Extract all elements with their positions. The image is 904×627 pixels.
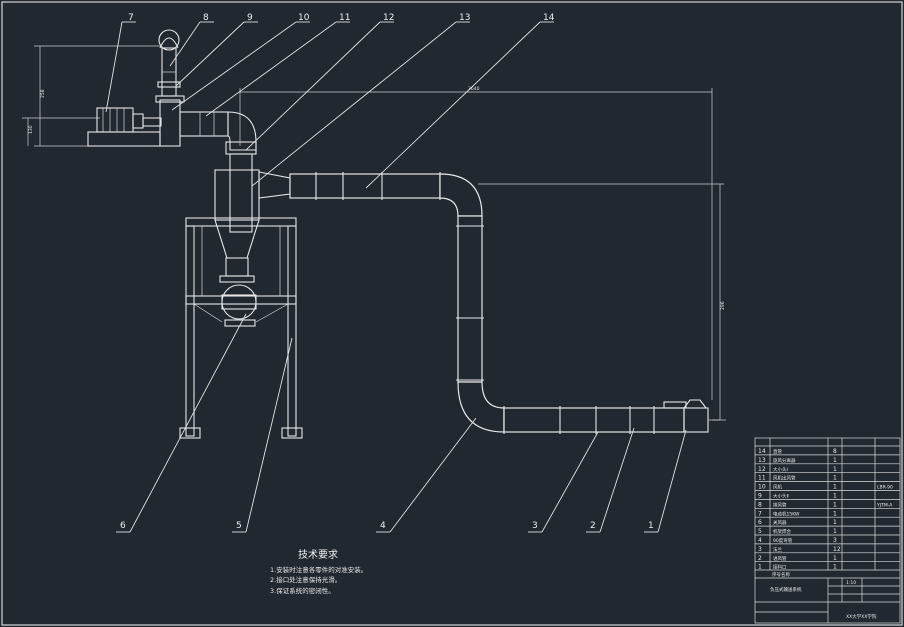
bom-row-qty: 1 [833, 484, 837, 491]
bom-row-name: 电动机15KW [773, 510, 800, 517]
bom-row-number: 4 [758, 537, 762, 544]
bom-row-number: 2 [758, 555, 762, 562]
callout-2: 2 [590, 521, 596, 531]
callout-10: 10 [298, 13, 310, 23]
callout-4: 4 [380, 521, 386, 531]
notes-line-2: 2.接口处注意保持光滑。 [270, 575, 341, 584]
dim-vertical-right: 296 [720, 301, 726, 310]
callout-6: 6 [120, 521, 126, 531]
left-dimensions: 258 130 [22, 45, 160, 147]
right-dimensions: 3640 296 [239, 86, 726, 421]
bom-note-row10: LBR-90 [877, 485, 893, 491]
cyclone-separator [214, 153, 291, 327]
bom-row-qty: 1 [833, 555, 837, 562]
bom-row-number: 14 [758, 448, 766, 455]
callout-9: 9 [247, 13, 253, 23]
dim-horizontal-top: 3640 [468, 86, 480, 92]
bom-row-name: 风机出风管 [773, 475, 796, 482]
callout-1: 1 [648, 521, 654, 531]
bom-row-number: 7 [758, 510, 762, 517]
bom-row-number: 11 [758, 475, 766, 482]
bom-row-number: 13 [758, 457, 766, 464]
bom-row-number: 9 [758, 493, 762, 500]
leader-lines [105, 21, 687, 533]
dim-left-inner: 130 [28, 125, 34, 134]
assembly-label: 序号名称 [772, 571, 790, 578]
bom-row-number: 10 [758, 484, 766, 491]
bom-row-number: 8 [758, 501, 762, 508]
callout-11: 11 [339, 13, 350, 23]
drawing-title: 负压式输送系统 [770, 586, 802, 593]
support-frame [179, 217, 303, 439]
bom-row-qty: 1 [833, 519, 837, 526]
bom-row-name: 大小头Ⅱ [773, 493, 789, 500]
bom-row-name: 接料口 [773, 564, 787, 571]
bom-row-qty: 1 [833, 475, 837, 482]
technical-requirements: 技术要求 1.安装时注意各零件的对准安装。 2.接口处注意保持光滑。 3.保证系… [270, 548, 367, 595]
title-block: 序号名称 1:10 负压式输送系统 XX大学XX学院 [755, 569, 900, 623]
bom-note-row8: YJTM-A [876, 502, 893, 508]
bom-row-name: 机架焊合 [773, 528, 791, 535]
bom-row-number: 1 [758, 564, 762, 571]
bom-row-name: 风机 [773, 484, 782, 491]
bom-row-qty: 12 [833, 546, 841, 553]
motor-fan-assembly [87, 29, 257, 155]
notes-line-3: 3.保证系统的密闭性。 [270, 586, 335, 595]
callout-5: 5 [236, 521, 242, 531]
bom-row-qty: 1 [833, 493, 837, 500]
bom-row-number: 5 [758, 528, 762, 535]
bom-row-name: 直管 [773, 448, 782, 455]
bom-row-name: 90度弯管 [773, 537, 793, 544]
callout-3: 3 [532, 521, 538, 531]
callout-numbers: 7 8 9 10 11 12 13 14 6 5 4 3 2 1 [120, 13, 654, 531]
bom-row-number: 3 [758, 546, 762, 553]
bom-row-name: 排风管 [773, 501, 787, 508]
school-name: XX大学XX学院 [846, 613, 877, 620]
bom-row-name: 进风管 [773, 555, 787, 562]
notes-title: 技术要求 [298, 548, 338, 561]
dim-left-outer: 258 [40, 89, 46, 98]
bom-row-name: 大小头Ⅰ [773, 466, 788, 473]
callout-7: 7 [128, 13, 134, 23]
conveying-pipeline [289, 172, 720, 434]
bom-row-number: 12 [758, 466, 766, 473]
scale-value: 1:10 [846, 580, 856, 586]
bom-row-qty: 3 [833, 537, 837, 544]
bom-row-name: 旋风分离器 [773, 457, 796, 464]
callout-14: 14 [543, 13, 555, 23]
bom-row-qty: 1 [833, 564, 837, 571]
bom-row-qty: 1 [833, 528, 837, 535]
bom-row-number: 6 [758, 519, 762, 526]
bom-row-name: 关风器 [773, 519, 787, 526]
callout-12: 12 [383, 13, 394, 23]
bom-row-qty: 1 [833, 501, 837, 508]
bom-row-name: 法兰 [773, 546, 782, 553]
bom-row-qty: 1 [833, 510, 837, 517]
callout-8: 8 [203, 13, 209, 23]
bom-row-qty: 8 [833, 448, 837, 455]
notes-line-1: 1.安装时注意各零件的对准安装。 [270, 565, 367, 574]
bom-row-qty: 1 [833, 466, 837, 473]
bom-row-qty: 1 [833, 457, 837, 464]
callout-13: 13 [459, 13, 470, 23]
